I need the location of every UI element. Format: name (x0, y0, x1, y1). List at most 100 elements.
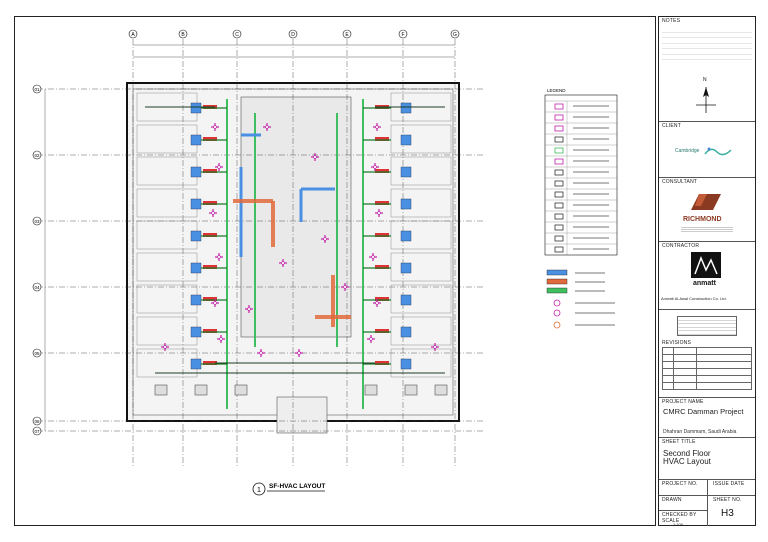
legend-desc-4 (573, 149, 609, 151)
diffuser-c (163, 345, 167, 349)
fcu-tag-east-5 (375, 265, 389, 269)
unit-south-4 (404, 384, 418, 396)
diffuser-icon (215, 163, 223, 171)
grid-bubble-row-02 (32, 150, 42, 160)
legend-desc-9 (573, 204, 609, 206)
fcu-west-3 (190, 198, 202, 210)
diffuser-icon (369, 253, 377, 261)
diffuser-c (219, 337, 223, 341)
fcu-west-7 (190, 326, 202, 338)
legend-desc-6 (573, 171, 609, 173)
diffuser-icon (341, 283, 349, 291)
sheet-title-label: SHEET TITLE (662, 439, 696, 445)
grid-bubble-row-06 (32, 416, 42, 426)
fcu-west-0 (190, 102, 202, 114)
grid-label-row-02: 02 (34, 153, 40, 158)
contractor-logo-icon (691, 252, 721, 278)
diffuser-icon (373, 299, 381, 307)
diffuser-icon (373, 123, 381, 131)
legend-symbol-10 (554, 213, 564, 220)
grid-label-col-C: C (235, 32, 239, 38)
diffuser-c (375, 301, 379, 305)
legend-desc-0 (573, 105, 609, 107)
diffuser-icon (211, 299, 219, 307)
diffuser-icon (371, 163, 379, 171)
diffuser-icon (367, 335, 375, 343)
fcu-tag-east-3 (375, 201, 389, 205)
diffuser-icon (161, 343, 169, 351)
diffuser-icon (279, 259, 287, 267)
project-location: Dhahran Dammam, Saudi Arabia (663, 429, 737, 435)
notes-lines (662, 27, 752, 65)
legend-symbol-4 (554, 147, 564, 154)
grid-label-row-01: 01 (34, 87, 40, 92)
issue-date-label: ISSUE DATE (713, 481, 745, 487)
sym-legend-2 (553, 321, 561, 329)
diffuser-c (369, 337, 373, 341)
view-number-bubble (252, 482, 266, 496)
legend-desc-7 (573, 182, 609, 184)
legend-desc-1 (573, 116, 609, 118)
legend-symbol-5 (554, 158, 564, 165)
notes-section: NOTES N (659, 17, 755, 121)
consultant-logo-text: RICHMOND (683, 216, 722, 223)
consultant-logo-icon (691, 194, 721, 210)
fcu-east-4 (400, 230, 412, 242)
client-logo: Cambridge (675, 146, 733, 156)
grid-label-col-B: B (181, 32, 185, 38)
diffuser-icon (263, 123, 271, 131)
sheet-number: H3 (721, 508, 734, 519)
room-east-1 (390, 124, 452, 154)
fcu-east-8 (400, 358, 412, 370)
diffuser-c (313, 155, 317, 159)
grid-bubble-col-E (342, 29, 352, 39)
revisions-table (662, 347, 752, 390)
grid-label-row-05: 05 (34, 351, 40, 356)
sym-legend-0 (553, 299, 561, 307)
diffuser-c (371, 255, 375, 259)
fcu-east-5 (400, 262, 412, 274)
fcu-tag-west-7 (203, 329, 217, 333)
diffuser-icon (375, 209, 383, 217)
diffuser-c (377, 211, 381, 215)
fcu-tag-west-2 (203, 169, 217, 173)
fcu-tag-east-1 (375, 137, 389, 141)
legend-symbol-1 (554, 114, 564, 121)
fcu-tag-west-5 (203, 265, 217, 269)
fcu-east-6 (400, 294, 412, 306)
unit-south-2 (234, 384, 248, 396)
legend-symbol-13 (554, 246, 564, 253)
project-name-label: PROJECT NAME (662, 399, 704, 405)
diffuser-icon (217, 335, 225, 343)
client-logo-text: Cambridge (675, 148, 700, 154)
legend-desc-8 (573, 193, 609, 195)
sheet-info-section: PROJECT NO. ISSUE DATE DRAWN SHEET NO. C… (659, 479, 755, 527)
contractor-label: CONTRACTOR (662, 243, 700, 249)
contractor-section: CONTRACTOR anmatt Anmatt Al-Awal Constru… (659, 241, 755, 310)
fcu-west-8 (190, 358, 202, 370)
diffuser-icon (311, 153, 319, 161)
sym-legend-1 (553, 309, 561, 317)
grid-label-col-D: D (291, 32, 295, 38)
fcu-tag-west-3 (203, 201, 217, 205)
duct-legend-swatch-0 (546, 269, 568, 276)
fcu-tag-east-7 (375, 329, 389, 333)
legend-desc-5 (573, 160, 609, 162)
unit-south-0 (154, 384, 168, 396)
diffuser-icon (321, 235, 329, 243)
legend-title: LEGEND (547, 88, 566, 93)
fcu-west-6 (190, 294, 202, 306)
diffuser-icon (215, 253, 223, 261)
drawn-label: DRAWN (662, 497, 682, 503)
unit-south-5 (434, 384, 448, 396)
legend-symbol-6 (554, 169, 564, 176)
room-east-5 (390, 252, 452, 282)
room-east-2 (390, 156, 452, 186)
sym-legend-desc-2 (575, 324, 615, 326)
grid-label-col-A: A (131, 32, 135, 38)
room-east-4 (390, 220, 452, 250)
contractor-logo-text: anmatt (693, 280, 716, 287)
legend-symbol-7 (554, 180, 564, 187)
view-title-group: 1 SF-HVAC LAYOUT (252, 482, 325, 496)
